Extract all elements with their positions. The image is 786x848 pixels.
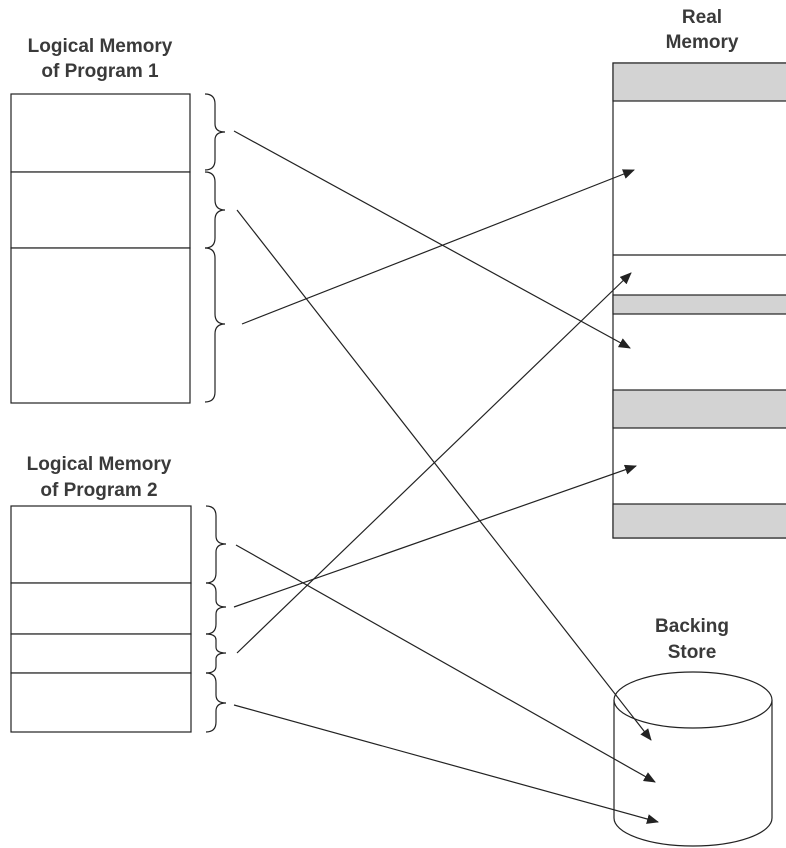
program2-segment-2 — [10, 582, 192, 635]
program1-brace-3 — [204, 247, 226, 403]
program1-logical-memory — [10, 93, 191, 404]
program2-brace-4 — [205, 672, 227, 733]
backing-store-cylinder — [613, 671, 773, 847]
program2-segment-1 — [10, 505, 192, 584]
arrow-p2-seg3-to-real-memory — [236, 272, 632, 654]
arrow-p2-seg4-to-backing-store — [233, 704, 659, 824]
program2-logical-memory — [10, 505, 192, 733]
program1-brace-1 — [204, 93, 226, 171]
program1-segment-2 — [10, 171, 191, 249]
program1-segment-1 — [10, 93, 191, 173]
cylinder-top — [613, 671, 773, 729]
backing-store-title-line2: Store — [668, 642, 717, 663]
program1-title-line1: Logical Memory — [28, 36, 173, 57]
program2-title-line2: of Program 2 — [40, 480, 157, 501]
real-memory-title-line1: Real — [682, 7, 722, 28]
program2-segment-3 — [10, 633, 192, 674]
program2-brace-1 — [205, 505, 227, 584]
arrow-p1-seg1-to-real-memory — [233, 130, 631, 349]
program2-title-line1: Logical Memory — [27, 454, 172, 475]
real-memory — [612, 62, 786, 539]
program1-brace-2 — [204, 171, 226, 249]
program2-brace-3 — [205, 633, 227, 674]
cylinder-body — [613, 700, 773, 847]
real-memory-title-line2: Memory — [666, 32, 739, 53]
program2-segment-4 — [10, 672, 192, 733]
arrow-p2-seg1-to-backing-store — [235, 544, 656, 783]
program1-title-line2: of Program 1 — [41, 61, 159, 82]
real-memory-occupied-3 — [612, 389, 786, 429]
real-memory-occupied-4 — [612, 503, 786, 539]
mapping-arrows — [233, 130, 659, 824]
real-memory-occupied-2 — [612, 294, 786, 315]
arrow-p1-seg2-to-backing-store — [236, 209, 652, 741]
program1-segment-3 — [10, 247, 191, 404]
program2-brace-2 — [205, 582, 227, 635]
arrow-p1-seg3-to-real-memory — [241, 169, 635, 325]
real-memory-occupied-1 — [612, 62, 786, 102]
arrow-p2-seg2-to-real-memory — [233, 464, 637, 608]
backing-store-title-line1: Backing — [655, 616, 729, 637]
